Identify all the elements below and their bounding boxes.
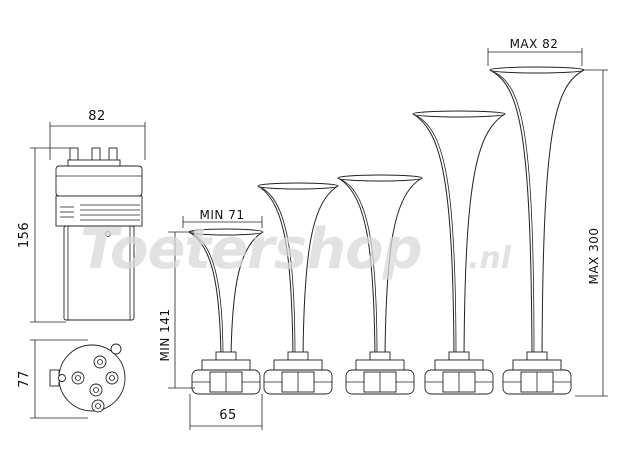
vent-slots [60,204,140,221]
horn-base-upper [355,359,405,371]
horn-collar [448,351,470,361]
horn-5 [489,66,585,395]
horn-1 [188,228,264,395]
horn-base-upper [434,359,484,371]
horn-base-upper [273,359,323,371]
horn-outline-right [541,69,585,359]
max-height-label: MAX 300 [587,227,601,284]
horn-bell-rim [337,174,423,182]
compressor-height-label: 156 [17,222,32,248]
horn-bell-rim [412,110,506,118]
horn-4 [412,110,506,395]
horn-inner-line [493,71,535,359]
horn-outline-right [302,185,339,359]
horn-collar [369,351,391,361]
horn-collar [526,351,548,361]
watermark: Toetershop .nl [80,217,512,282]
horn-outline-right [384,177,423,359]
horn-outline-left [337,177,376,359]
horn-base-upper [201,359,251,371]
horn-outline-left [412,113,455,359]
horn-inner-line [341,179,378,359]
max-width-label: MAX 82 [510,37,559,51]
watermark-suffix: .nl [468,241,512,276]
horn-collar [215,351,237,361]
compressor-width-label: 82 [88,109,106,124]
horn-base-upper [512,359,562,371]
horn-collar [287,351,309,361]
min-width-label: MIN 71 [200,208,245,222]
compressor-top-view: 77 [17,339,126,419]
base-width-label: 65 [219,408,237,423]
horn-outline-right [463,113,506,359]
horn-inner-line [261,187,296,359]
horn-inner-line [416,115,457,359]
horn-bell-rim [489,66,585,74]
horn-2 [257,182,339,395]
horn-outline-left [489,69,533,359]
compressor-base-label: 77 [17,370,32,388]
horn-3 [337,174,423,395]
watermark-text: Toetershop [80,217,422,282]
horn-dimensions: MIN 71 MIN 141 65 MAX 82 MAX 300 [158,37,608,430]
horn-outline-right [230,231,264,359]
min-height-label: MIN 141 [158,308,172,361]
horn-bell-rim [257,182,339,190]
horn-inner-line [192,233,224,359]
horn-outline-left [188,231,222,359]
horn-outline-left [257,185,294,359]
horns-group [188,66,585,395]
compressor-side-view: 82 156 [17,109,146,323]
